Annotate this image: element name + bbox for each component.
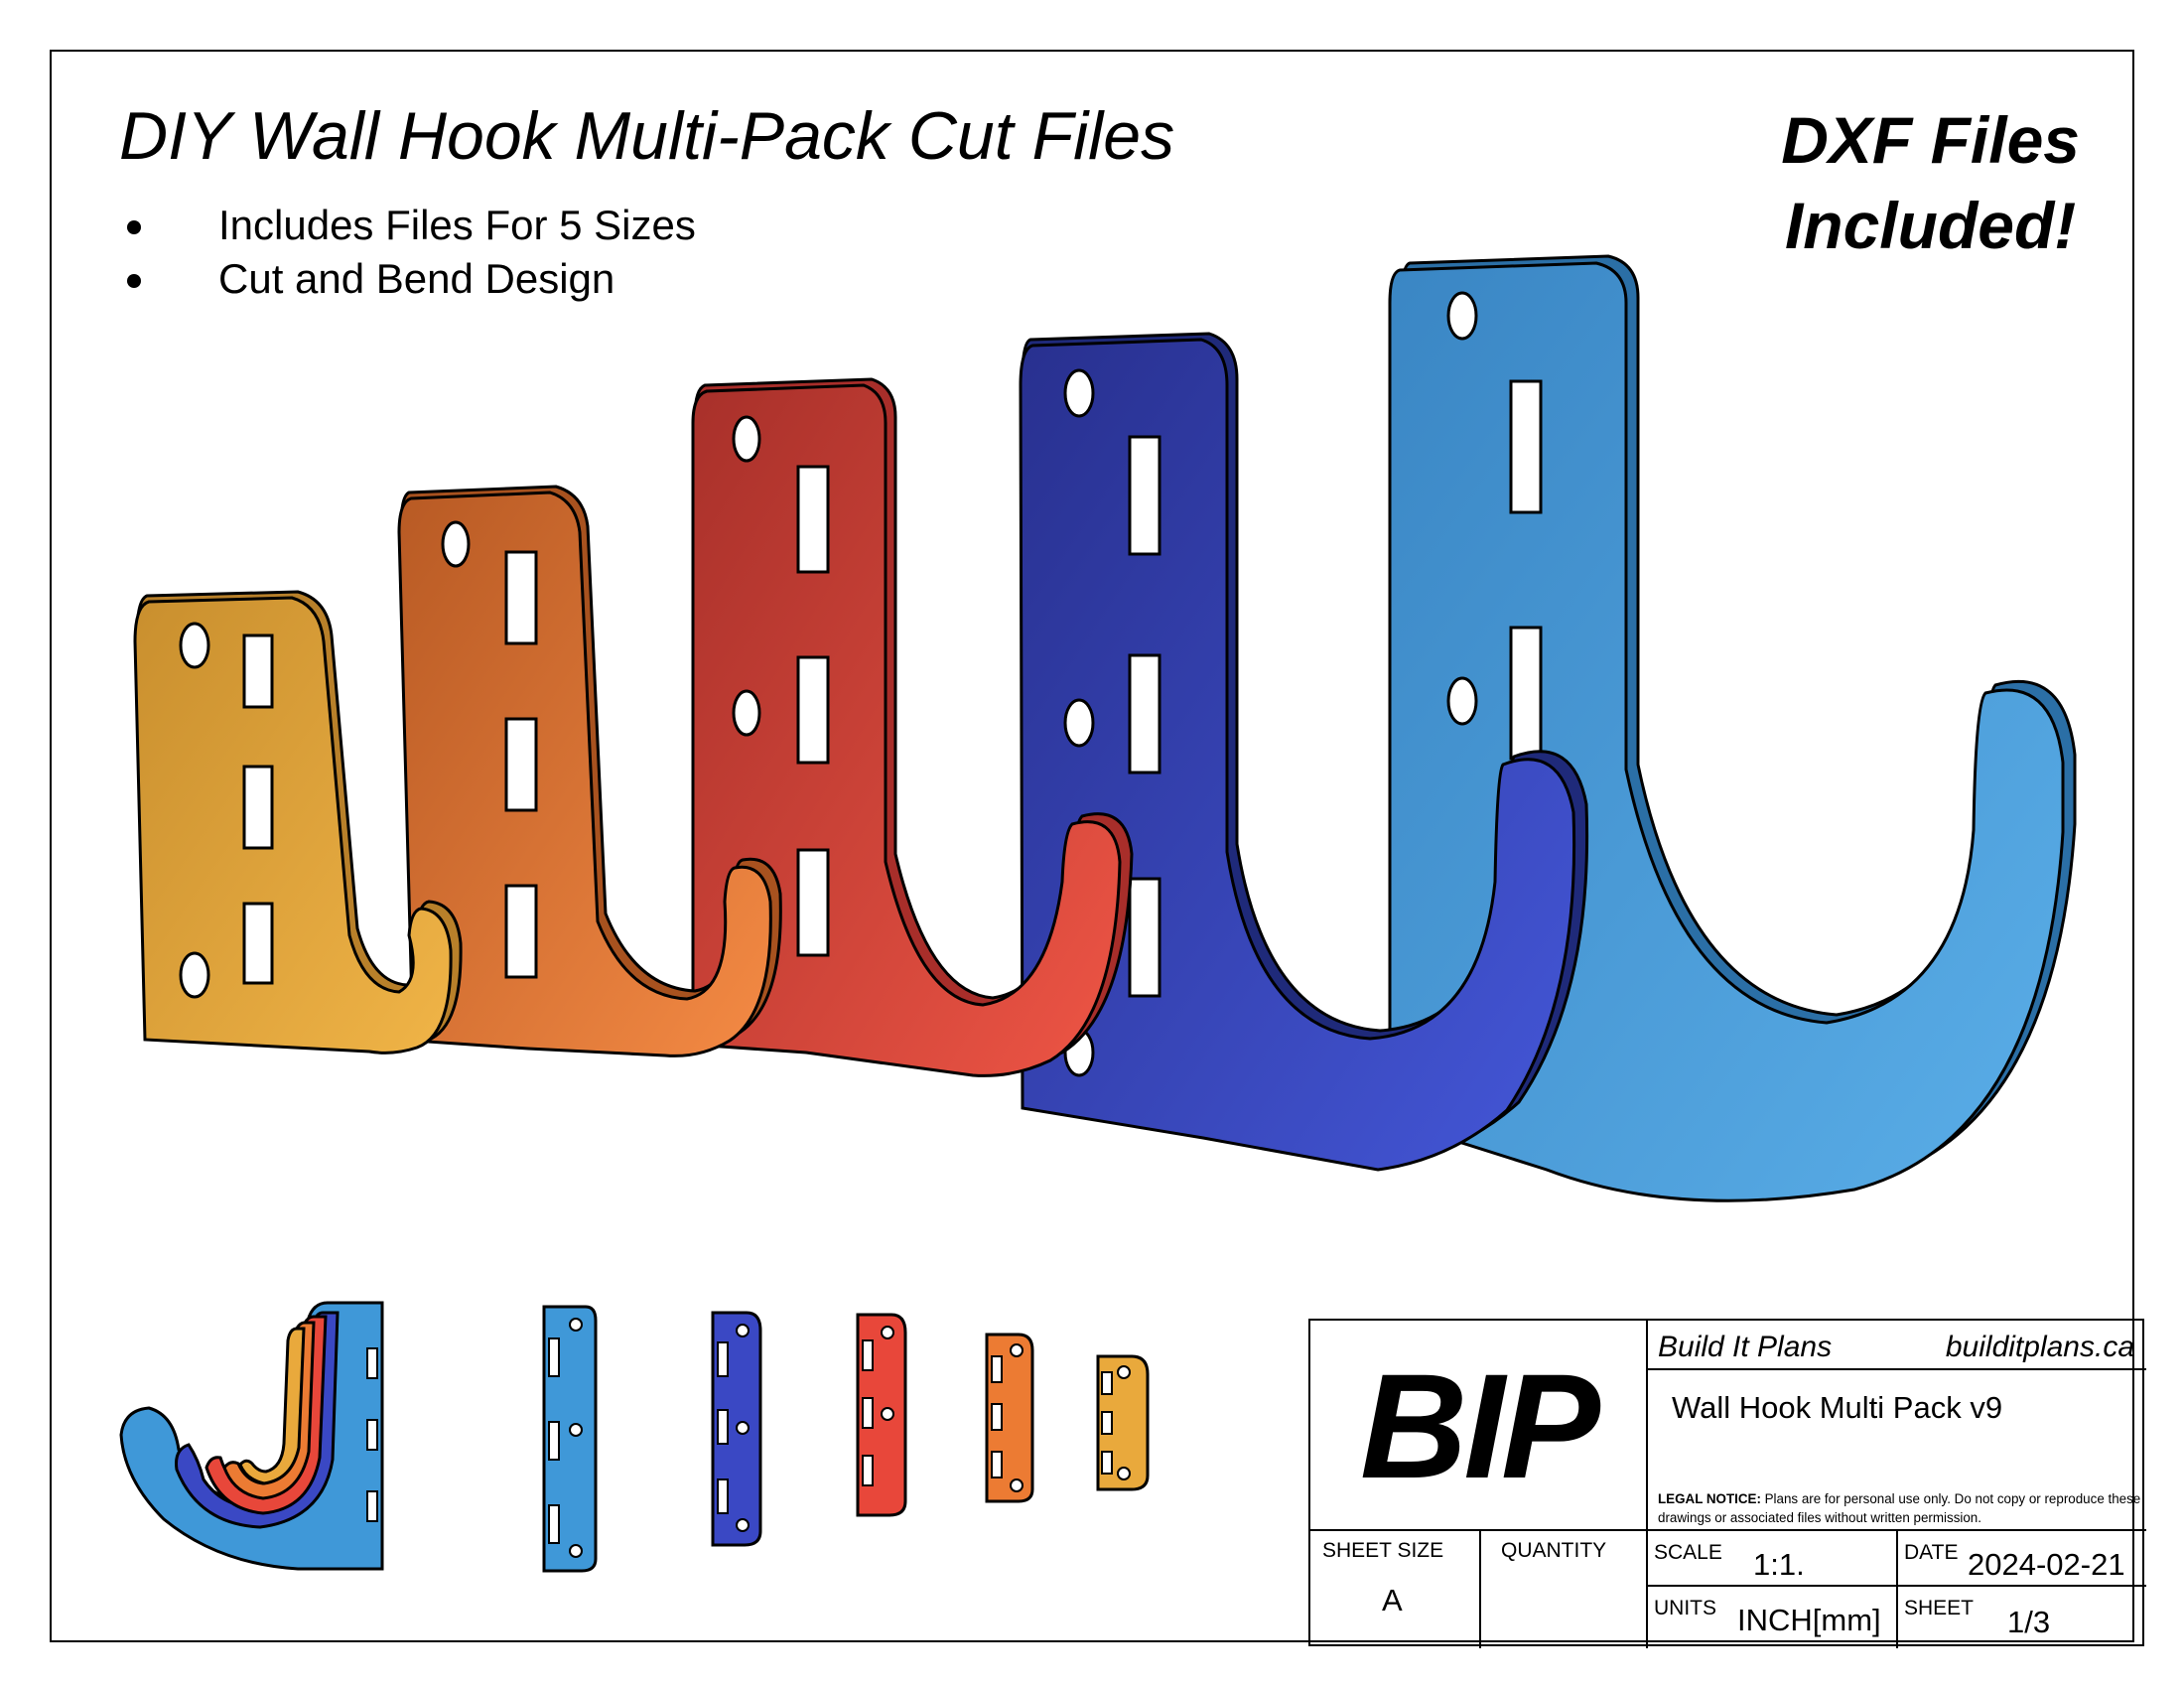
- bip-logo: BIP: [1359, 1341, 1600, 1509]
- units-label: UNITS: [1654, 1597, 1716, 1619]
- units-value: INCH[mm]: [1737, 1603, 1881, 1637]
- project-name: Wall Hook Multi Pack v9: [1672, 1390, 2003, 1425]
- feature-item: Cut and Bend Design: [119, 252, 696, 306]
- flat-pattern-size-2: [985, 1333, 1034, 1503]
- scale-value: 1:1.: [1753, 1547, 1805, 1582]
- sheet-size-label: SHEET SIZE: [1322, 1539, 1444, 1562]
- flat-pattern-size-4: [711, 1311, 762, 1547]
- flat-pattern-size-1: [1096, 1354, 1150, 1491]
- dxf-badge-line: DXF Files: [1781, 103, 2080, 177]
- sheet-size-value: A: [1382, 1583, 1403, 1618]
- legal-notice: LEGAL NOTICE: Plans are for personal use…: [1658, 1489, 2144, 1527]
- flat-pattern-size-5: [542, 1305, 598, 1573]
- quantity-label: QUANTITY: [1501, 1539, 1607, 1562]
- scale-label: SCALE: [1654, 1541, 1722, 1564]
- feature-item: Includes Files For 5 Sizes: [119, 199, 696, 252]
- legal-notice-text: Plans are for personal use only. Do not …: [1658, 1491, 2141, 1525]
- flat-pattern-size-3: [856, 1313, 907, 1517]
- sheet-number: 1/3: [2007, 1605, 2051, 1639]
- dxf-badge: DXF Files Included!: [1781, 97, 2080, 268]
- legal-notice-label: LEGAL NOTICE:: [1658, 1491, 1761, 1506]
- hook-size-2: [397, 485, 782, 1057]
- dxf-badge-line: Included!: [1784, 189, 2077, 262]
- company-name: Build It Plans: [1658, 1331, 1833, 1363]
- date-value: 2024-02-21: [1968, 1547, 2125, 1582]
- date-label: DATE: [1904, 1541, 1959, 1564]
- sheet-border: [50, 50, 2134, 1642]
- sheet-label: SHEET: [1904, 1597, 1975, 1619]
- feature-list: Includes Files For 5 Sizes Cut and Bend …: [119, 199, 696, 306]
- nested-profile-view: [119, 1301, 384, 1571]
- hook-size-1: [133, 590, 463, 1055]
- hook-size-4: [1019, 332, 1589, 1172]
- page-title: DIY Wall Hook Multi-Pack Cut Files: [119, 98, 1175, 174]
- title-block: BIP Build It Plans builditplans.ca Wall …: [1308, 1319, 2146, 1648]
- website-link[interactable]: builditplans.ca: [1945, 1331, 2134, 1363]
- hook-size-3: [691, 377, 1134, 1077]
